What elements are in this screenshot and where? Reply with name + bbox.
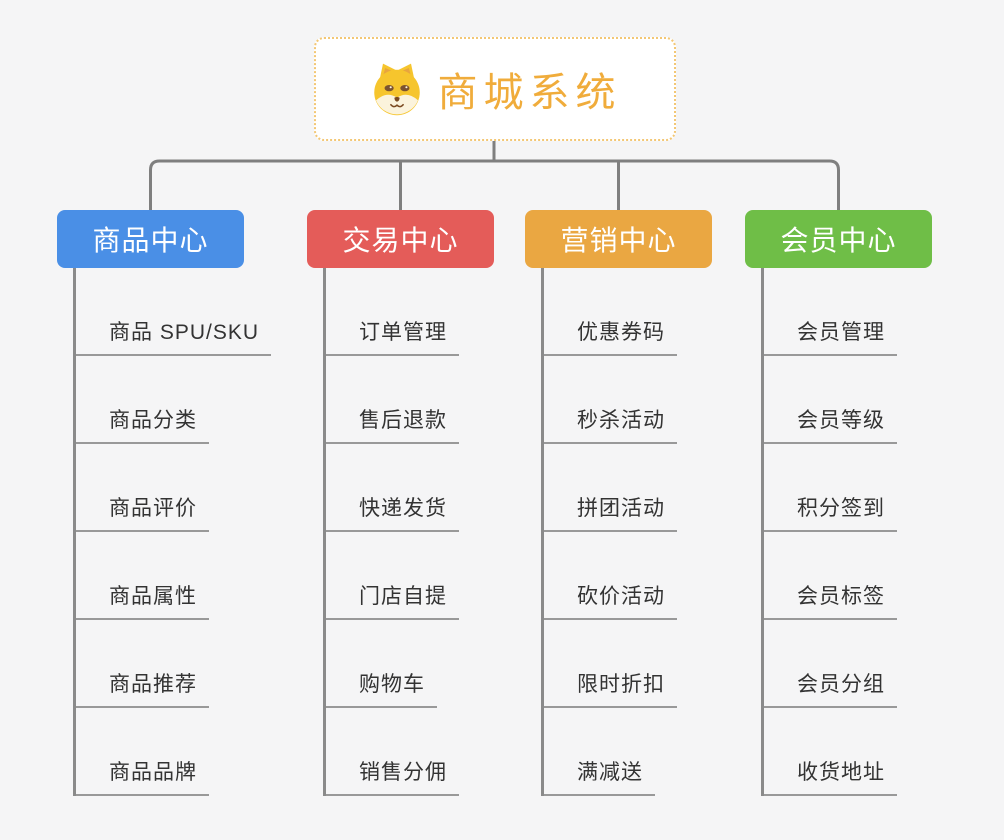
leaf-row: 售后退款 [326, 356, 555, 444]
leaf-item[interactable]: 会员管理 [764, 316, 897, 356]
leaf-row: 商品 SPU/SKU [76, 268, 305, 356]
leaf-row: 会员管理 [764, 268, 993, 356]
leaf-item[interactable]: 优惠券码 [544, 316, 677, 356]
leaf-row: 限时折扣 [544, 620, 773, 708]
leaf-item[interactable]: 会员等级 [764, 404, 897, 444]
leaf-item[interactable]: 商品分类 [76, 404, 209, 444]
leaf-column-member-center: 会员管理 会员等级 积分签到 会员标签 会员分组 收货地址 [761, 268, 993, 796]
main-rail-line [149, 159, 840, 210]
leaf-row: 商品推荐 [76, 620, 305, 708]
leaf-column-trade-center: 订单管理 售后退款 快递发货 门店自提 购物车 销售分佣 [323, 268, 555, 796]
leaf-column-product-center: 商品 SPU/SKU 商品分类 商品评价 商品属性 商品推荐 商品品牌 [73, 268, 305, 796]
leaf-item[interactable]: 收货地址 [764, 756, 897, 796]
leaf-item[interactable]: 商品推荐 [76, 668, 209, 708]
leaf-row: 购物车 [326, 620, 555, 708]
branch-node-marketing-center[interactable]: 营销中心 [525, 210, 712, 268]
branch-label: 交易中心 [342, 225, 459, 256]
leaf-row: 优惠券码 [544, 268, 773, 356]
branch-label: 营销中心 [560, 225, 677, 256]
leaf-row: 秒杀活动 [544, 356, 773, 444]
root-title: 商城系统 [437, 71, 622, 115]
leaf-item[interactable]: 门店自提 [326, 580, 459, 620]
leaf-row: 满减送 [544, 708, 773, 796]
branch-node-member-center[interactable]: 会员中心 [745, 210, 932, 268]
leaf-row: 销售分佣 [326, 708, 555, 796]
leaf-row: 收货地址 [764, 708, 993, 796]
leaf-item[interactable]: 满减送 [544, 756, 655, 796]
leaf-row: 快递发货 [326, 444, 555, 532]
branch-node-trade-center[interactable]: 交易中心 [307, 210, 494, 268]
leaf-item[interactable]: 购物车 [326, 668, 437, 708]
leaf-row: 会员分组 [764, 620, 993, 708]
leaf-row: 商品属性 [76, 532, 305, 620]
branch-label: 会员中心 [780, 225, 897, 256]
leaf-column-marketing-center: 优惠券码 秒杀活动 拼团活动 砍价活动 限时折扣 满减送 [541, 268, 773, 796]
leaf-row: 砍价活动 [544, 532, 773, 620]
leaf-row: 门店自提 [326, 532, 555, 620]
leaf-item[interactable]: 售后退款 [326, 404, 459, 444]
leaf-row: 订单管理 [326, 268, 555, 356]
leaf-item[interactable]: 秒杀活动 [544, 404, 677, 444]
leaf-row: 会员标签 [764, 532, 993, 620]
branch-label: 商品中心 [92, 225, 209, 256]
leaf-row: 拼团活动 [544, 444, 773, 532]
leaf-item[interactable]: 快递发货 [326, 492, 459, 532]
leaf-item[interactable]: 商品品牌 [76, 756, 209, 796]
leaf-row: 商品分类 [76, 356, 305, 444]
leaf-item[interactable]: 会员分组 [764, 668, 897, 708]
leaf-item[interactable]: 积分签到 [764, 492, 897, 532]
leaf-item[interactable]: 商品属性 [76, 580, 209, 620]
leaf-row: 会员等级 [764, 356, 993, 444]
leaf-item[interactable]: 限时折扣 [544, 668, 677, 708]
leaf-row: 商品评价 [76, 444, 305, 532]
leaf-item[interactable]: 会员标签 [764, 580, 897, 620]
leaf-item[interactable]: 商品 SPU/SKU [76, 316, 272, 356]
root-node[interactable]: 商城系统 [314, 37, 676, 141]
leaf-row: 商品品牌 [76, 708, 305, 796]
leaf-item[interactable]: 拼团活动 [544, 492, 677, 532]
dog-face-icon [373, 63, 420, 116]
leaf-item[interactable]: 销售分佣 [326, 756, 459, 796]
leaf-row: 积分签到 [764, 444, 993, 532]
leaf-item[interactable]: 订单管理 [326, 316, 459, 356]
leaf-item[interactable]: 商品评价 [76, 492, 209, 532]
branch-node-product-center[interactable]: 商品中心 [57, 210, 244, 268]
leaf-item[interactable]: 砍价活动 [544, 580, 677, 620]
